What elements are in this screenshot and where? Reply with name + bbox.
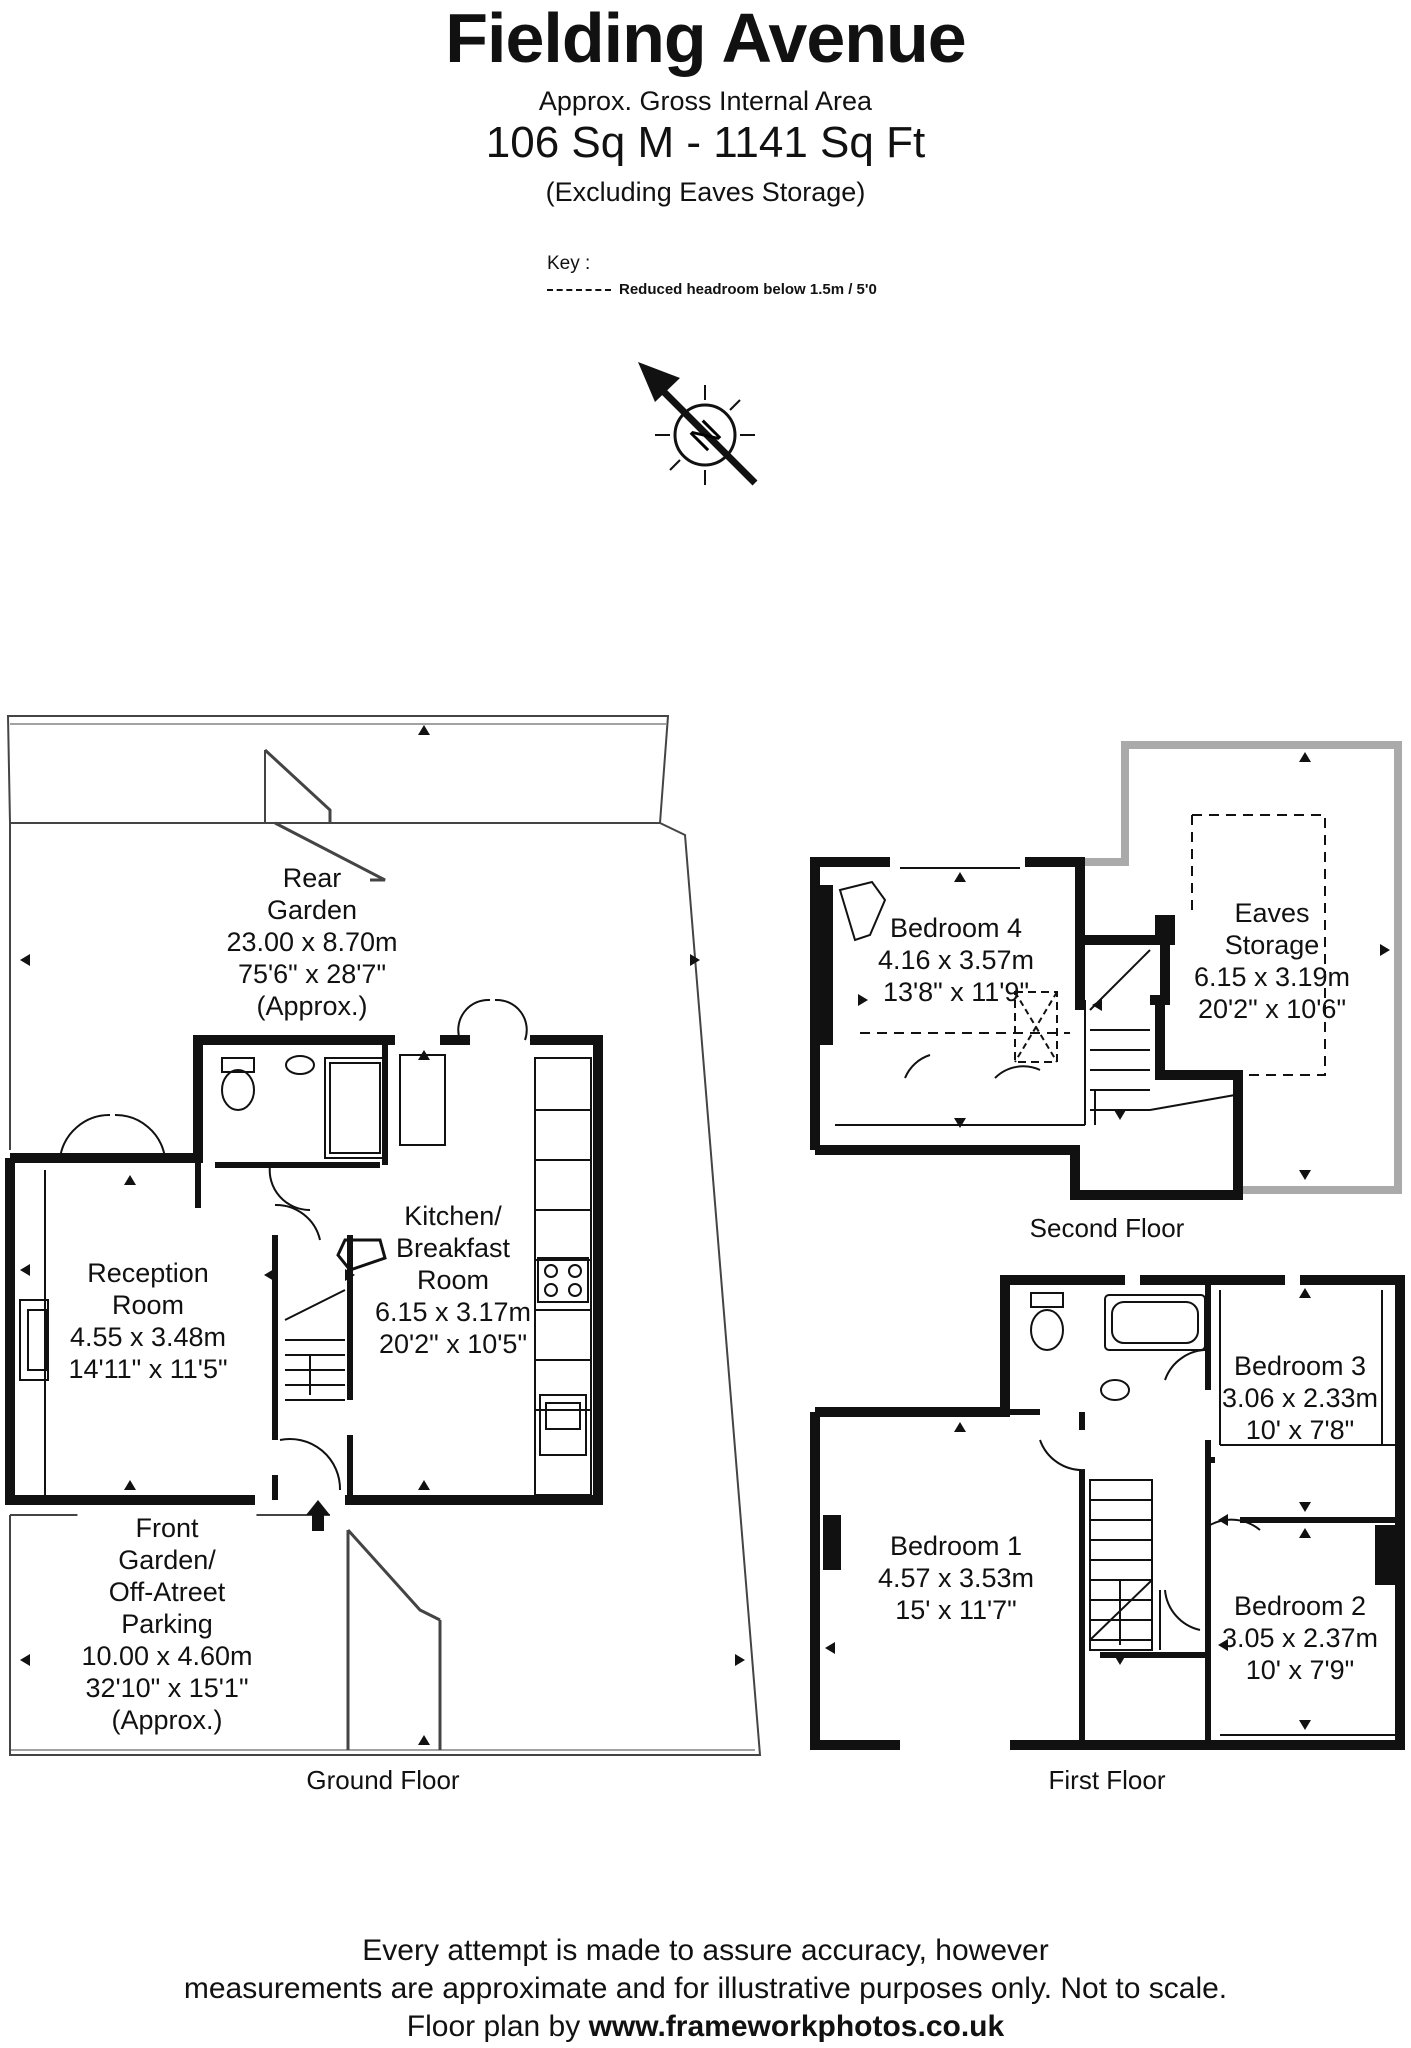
second-floor-label: Second Floor [1029,1213,1185,1243]
gross-area: 106 Sq M - 1141 Sq Ft [485,118,926,167]
second-floor-plan [810,741,1402,1200]
ground-floor-plan [5,715,762,1756]
dashed-line-icon [547,289,611,292]
area-exclusion-note: (Excluding Eaves Storage) [545,177,866,207]
rear-garden-label: Rear Garden 23.00 x 8.70m 75'6" x 28'7" … [226,863,398,1021]
kitchen-label: Kitchen/ Breakfast Room 6.15 x 3.17m 20'… [374,1201,532,1359]
key-item-text: Reduced headroom below 1.5m / 5'0 [619,281,877,298]
disclaimer-line-2: measurements are approximate and for ill… [183,1972,1228,2005]
credit-line: Floor plan by www.frameworkphotos.co.uk [0,2008,1411,2046]
eaves-storage-label: Eaves Storage 6.15 x 3.19m 20'2" x 10'6" [1193,898,1351,1024]
ground-floor-label: Ground Floor [306,1765,460,1795]
area-subtitle: Approx. Gross Internal Area [538,86,873,116]
page-title: Fielding Avenue [445,0,966,77]
bedroom-2-label: Bedroom 2 3.05 x 2.37m 10' x 7'9" [1221,1591,1379,1685]
front-garden-label: Front Garden/ Off-Atreet Parking 10.00 x… [77,1512,257,1736]
reception-room-label: Reception Room 4.55 x 3.48m 14'11" x 11'… [68,1258,228,1384]
disclaimer: Every attempt is made to assure accuracy… [0,1932,1411,2046]
bedroom-3-label: Bedroom 3 3.06 x 2.33m 10' x 7'8" [1221,1351,1379,1445]
first-floor-plan [810,1275,1405,1750]
bedroom-4-label: Bedroom 4 4.16 x 3.57m 13'8" x 11'9" [877,913,1035,1007]
disclaimer-line-1: Every attempt is made to assure accuracy… [362,1934,1049,1967]
credit-prefix: Floor plan by [406,2010,589,2043]
key-item: Reduced headroom below 1.5m / 5'0 [547,281,877,298]
credit-link[interactable]: www.frameworkphotos.co.uk [588,2010,1005,2043]
bedroom-1-label: Bedroom 1 4.57 x 3.53m 15' x 11'7" [877,1531,1035,1625]
first-floor-label: First Floor [1048,1765,1166,1795]
key-label: Key : [547,253,591,274]
compass-icon: N [638,362,758,486]
